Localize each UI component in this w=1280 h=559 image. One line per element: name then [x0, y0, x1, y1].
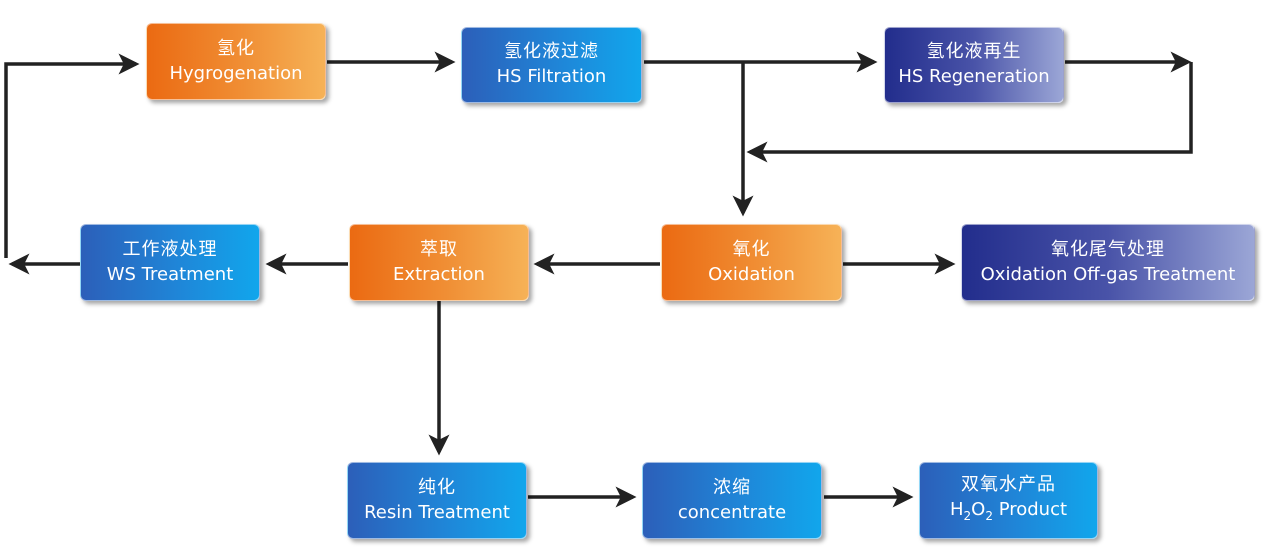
step-oxidation: 氧化 Oxidation: [661, 224, 842, 301]
step-label-en: Hygrogenation: [169, 62, 303, 84]
step-label-zh: 氢化: [217, 37, 255, 59]
step-label-en: Extraction: [393, 263, 485, 285]
step-hydrogenation: 氢化 Hygrogenation: [146, 23, 326, 100]
step-label-en: HS Regeneration: [898, 66, 1050, 87]
product-word: Product: [998, 498, 1068, 520]
step-label-zh: 浓缩: [713, 476, 751, 498]
step-label-zh: 萃取: [420, 238, 458, 260]
formula-sub-2b: 2: [985, 508, 993, 523]
step-label-zh: 氢化液过滤: [504, 41, 599, 62]
step-label-en: HS Filtration: [496, 66, 607, 87]
step-label-en: WS Treatment: [106, 263, 234, 285]
step-offgas-treatment: 氧化尾气处理 Oxidation Off-gas Treatment: [961, 224, 1255, 301]
arrow-ws-return: [4, 53, 140, 258]
step-label-en: H2O2 Product: [950, 497, 1067, 529]
arrow-regeneration-return: [746, 62, 1193, 163]
step-label-zh: 氢化液再生: [926, 41, 1022, 62]
formula-h: H: [949, 498, 964, 520]
step-resin-treatment: 纯化 Resin Treatment: [347, 462, 527, 539]
step-ws-treatment: 工作液处理 WS Treatment: [80, 224, 260, 301]
step-concentrate: 浓缩 concentrate: [642, 462, 822, 539]
step-label-zh: 氧化: [732, 238, 771, 260]
step-hs-regeneration: 氢化液再生 HS Regeneration: [884, 27, 1064, 103]
step-label-en: Resin Treatment: [364, 501, 510, 523]
step-label-en: Oxidation: [708, 263, 795, 285]
step-label-zh: 纯化: [418, 476, 456, 498]
step-hs-filtration: 氢化液过滤 HS Filtration: [461, 27, 642, 103]
formula-o: O: [971, 498, 986, 520]
formula-sub-2a: 2: [963, 508, 972, 523]
step-label-en: concentrate: [677, 501, 787, 523]
step-label-zh: 双氧水产品: [961, 473, 1056, 495]
step-extraction: 萃取 Extraction: [349, 224, 529, 301]
step-label-en: Oxidation Off-gas Treatment: [980, 263, 1236, 285]
step-h2o2-product: 双氧水产品 H2O2 Product: [919, 462, 1098, 539]
step-label-zh: 氧化尾气处理: [1051, 238, 1165, 260]
step-label-zh: 工作液处理: [122, 238, 218, 260]
